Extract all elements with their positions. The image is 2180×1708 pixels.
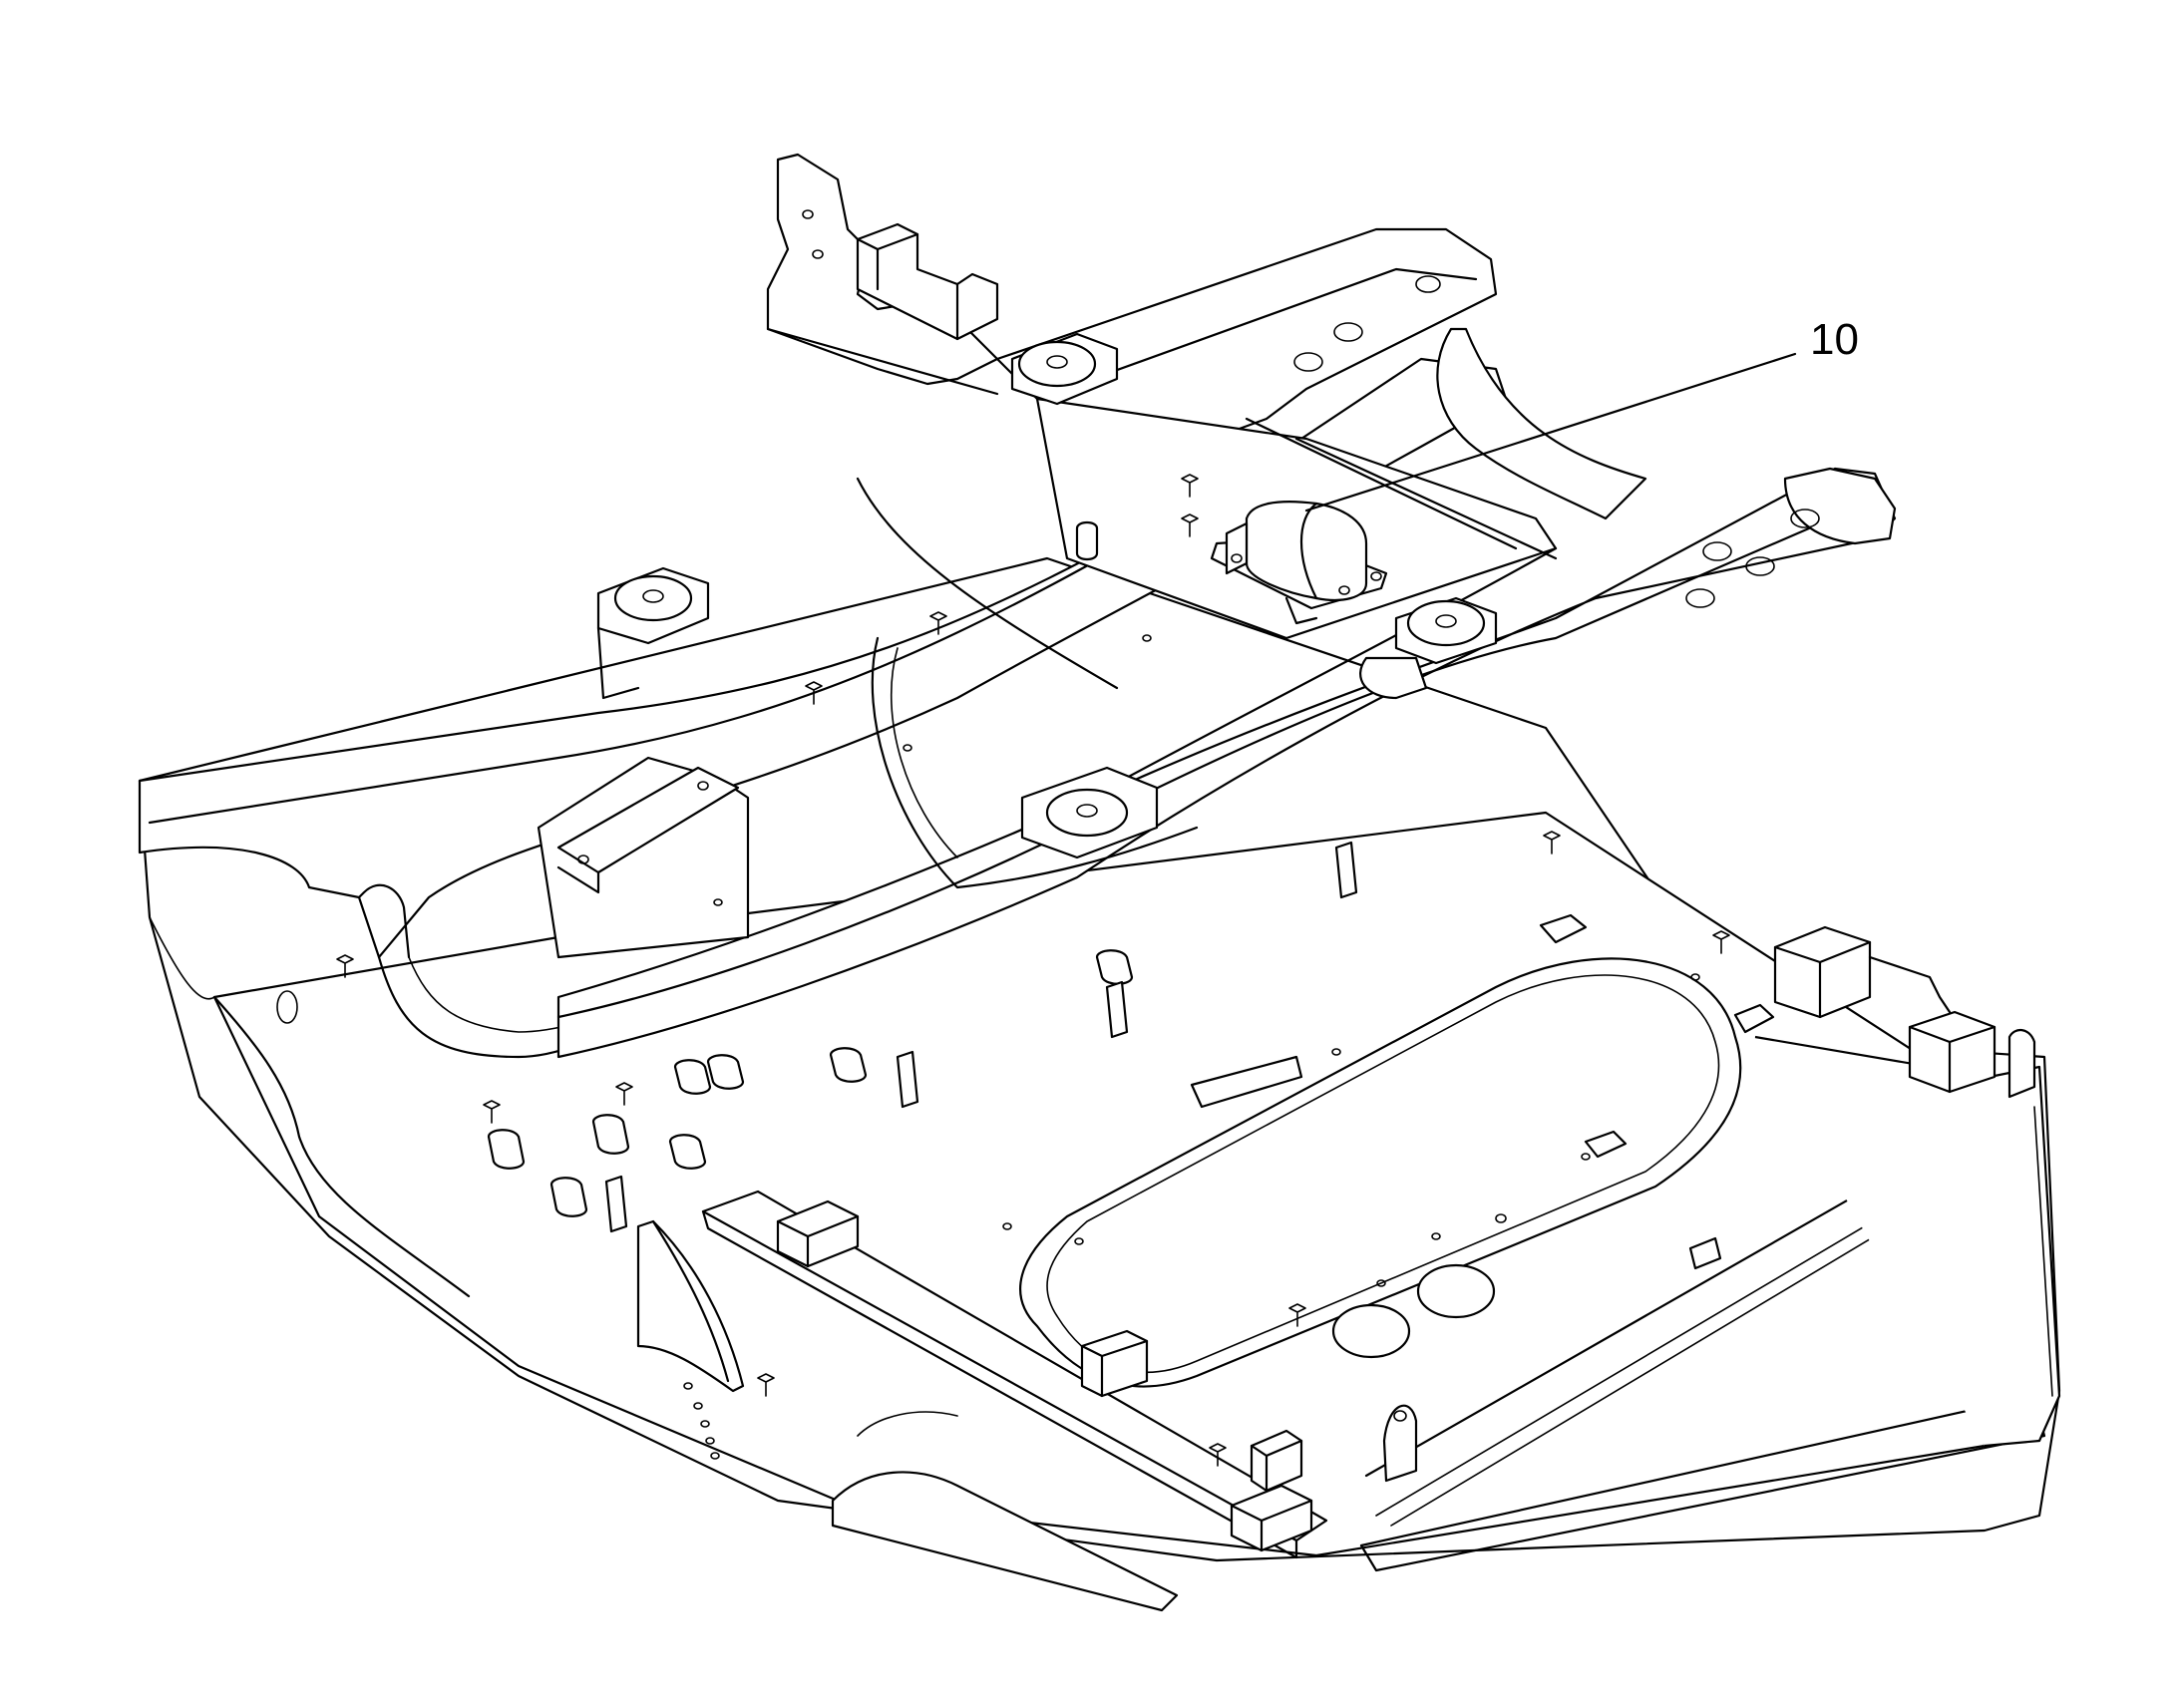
- left-gusset-bracket: [636, 1219, 745, 1393]
- callout-10: 10: [1304, 315, 1859, 512]
- front-pads: [776, 1199, 1313, 1552]
- fasteners: [276, 474, 1775, 1483]
- rubber-mounts: [596, 332, 1498, 859]
- floor-holes: [1331, 1263, 1496, 1359]
- rear-corner-blocks: [1773, 925, 2036, 1099]
- front-inner-bracket: [537, 756, 750, 959]
- callout-label-10: 10: [1810, 315, 1859, 364]
- rear-upper-bracket: [766, 153, 999, 396]
- component-10-solenoid: [1210, 501, 1388, 625]
- front-crossmember: [701, 1190, 1328, 1612]
